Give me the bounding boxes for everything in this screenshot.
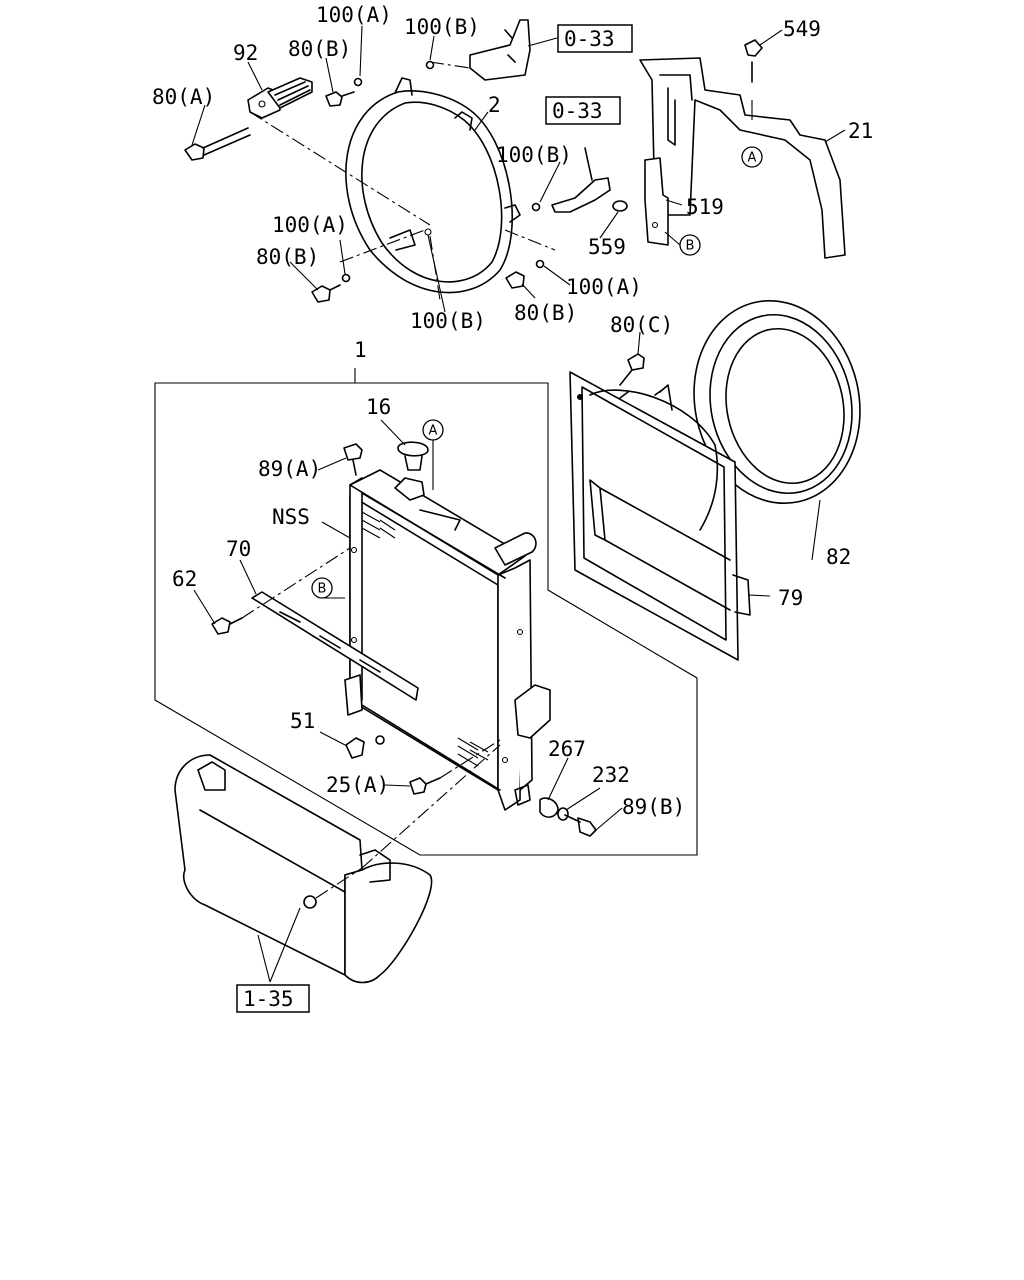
marker-a-cover: A [741, 146, 763, 168]
screw-part-100b-mid [531, 202, 541, 212]
label-80b-left: 80(B) [256, 245, 319, 269]
part-number-labels: 100(A) 92 80(B) 80(A) 100(B) 549 2 21 10… [152, 3, 873, 819]
label-25a: 25(A) [326, 773, 389, 797]
label-16: 16 [366, 395, 391, 419]
label-21: 21 [848, 119, 873, 143]
bracket-part-92 [247, 77, 313, 119]
bolt-part-62 [211, 547, 351, 635]
label-80c: 80(C) [610, 313, 673, 337]
bolt-part-80a [184, 127, 251, 161]
bracket-mid [551, 147, 611, 213]
label-nss: NSS [272, 505, 310, 529]
label-51: 51 [290, 709, 315, 733]
label-100a-top: 100(A) [316, 3, 392, 27]
label-89a: 89(A) [258, 457, 321, 481]
svg-text:A: A [429, 424, 438, 439]
bolt-part-80b-top [325, 91, 355, 107]
svg-text:B: B [686, 239, 695, 254]
marker-b-bracket: B [679, 234, 701, 256]
svg-text:B: B [318, 582, 327, 597]
label-70: 70 [226, 537, 251, 561]
washer-part-100a-top [353, 77, 363, 87]
mount-parts-267-232-89b [539, 797, 597, 837]
label-1: 1 [354, 338, 367, 362]
svg-text:A: A [748, 151, 757, 166]
screw-part-100b-top [425, 60, 435, 70]
intercooler-part-1-35 [174, 744, 501, 984]
label-559: 559 [588, 235, 626, 259]
leader-lines [191, 25, 846, 983]
reference-box-0-33-top[interactable]: 0-33 [557, 24, 633, 53]
marker-a-radiator: A [422, 419, 444, 441]
fan-shroud-part-79 [569, 371, 751, 661]
ref-0-33-top-text: 0-33 [564, 27, 615, 51]
drain-cock-part-51 [345, 735, 385, 759]
bolt-part-80c [619, 353, 645, 386]
ref-0-33-mid-text: 0-33 [552, 99, 603, 123]
label-100b-mid: 100(B) [496, 143, 572, 167]
reference-box-1-35[interactable]: 1-35 [236, 984, 310, 1013]
label-79: 79 [778, 586, 803, 610]
ref-1-35-text: 1-35 [243, 987, 294, 1011]
bolt-part-89a [343, 443, 363, 476]
bracket-part-519 [644, 157, 669, 246]
label-549: 549 [783, 17, 821, 41]
radiator-assembly [344, 469, 551, 811]
label-89b: 89(B) [622, 795, 685, 819]
reference-box-0-33-mid[interactable]: 0-33 [545, 96, 621, 125]
clip-part-549 [744, 39, 763, 83]
fan-ring-part-82 [693, 299, 861, 505]
assembly-outline [154, 382, 698, 856]
label-232: 232 [592, 763, 630, 787]
marker-b-radiator: B [311, 577, 333, 599]
bracket-part-70 [251, 591, 419, 701]
label-519: 519 [686, 195, 724, 219]
label-80a: 80(A) [152, 85, 215, 109]
nut-part-559 [612, 200, 628, 212]
label-80b-bottom: 80(B) [514, 301, 577, 325]
shroud-cover-part-21 [639, 57, 846, 259]
bolt-part-80b-left [311, 273, 351, 303]
shroud-ring-part-2 [249, 77, 556, 301]
label-100b-top: 100(B) [404, 15, 480, 39]
label-80b-top: 80(B) [288, 37, 351, 61]
label-82: 82 [826, 545, 851, 569]
label-92: 92 [233, 41, 258, 65]
label-62: 62 [172, 567, 197, 591]
label-100b-bottom: 100(B) [410, 309, 486, 333]
bolt-part-25a [409, 739, 501, 795]
radiator-cap-part-16 [397, 441, 429, 471]
label-100a-right: 100(A) [566, 275, 642, 299]
label-267: 267 [548, 737, 586, 761]
label-2: 2 [488, 93, 501, 117]
bracket-top [429, 19, 531, 81]
bolt-part-80b-bottom [505, 259, 545, 289]
label-100a-left: 100(A) [272, 213, 348, 237]
